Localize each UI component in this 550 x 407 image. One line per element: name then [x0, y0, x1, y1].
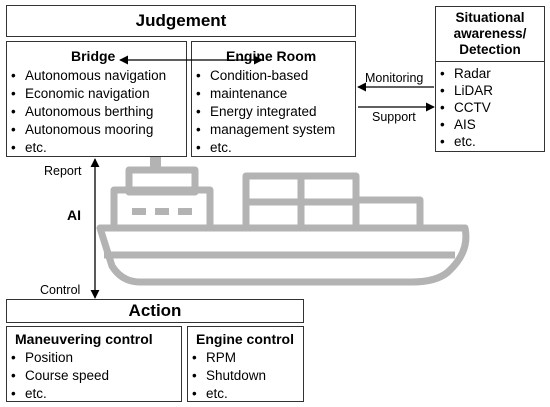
monitoring-label: Monitoring [365, 71, 424, 85]
list-item-continuation: management system [194, 121, 335, 139]
list-item: RPM [190, 349, 266, 367]
list-item: AIS [438, 116, 493, 133]
engine-control-box: Engine control RPM Shutdown etc. [187, 326, 304, 403]
ship-container-front [352, 196, 424, 232]
porthole [132, 208, 146, 215]
judgement-title: Judgement [135, 11, 227, 30]
engine-control-list: RPM Shutdown etc. [190, 349, 266, 403]
list-item: etc. [194, 139, 335, 157]
list-item-continuation: maintenance [194, 85, 335, 103]
list-item: CCTV [438, 99, 493, 116]
ship-funnel [150, 150, 161, 168]
ship-hull [96, 224, 470, 286]
situational-awareness-box: Situational awareness/ Detection Radar L… [435, 6, 545, 152]
list-item: Autonomous mooring [9, 121, 166, 139]
engine-control-title: Engine control [196, 331, 294, 347]
list-item: etc. [438, 133, 493, 150]
list-item: Condition-based [194, 67, 335, 85]
list-item: Radar [438, 65, 493, 82]
list-item: etc. [9, 139, 166, 157]
control-label: Control [40, 283, 81, 297]
bridge-list: Autonomous navigation Economic navigatio… [9, 67, 166, 157]
engine-room-list: Condition-based maintenance Energy integ… [194, 67, 335, 157]
list-item: etc. [190, 385, 266, 403]
list-item: Shutdown [190, 367, 266, 385]
ship-bridge-upper [125, 166, 199, 196]
list-item: Energy integrated [194, 103, 335, 121]
maneuvering-title: Maneuvering control [15, 331, 153, 347]
list-item: Autonomous navigation [9, 67, 166, 85]
situational-title: Situational awareness/ Detection [453, 10, 527, 57]
sensor-list: Radar LiDAR CCTV AIS etc. [438, 65, 493, 150]
list-item: Position [9, 349, 109, 367]
list-item: Economic navigation [9, 85, 166, 103]
list-item: LiDAR [438, 82, 493, 99]
bridge-title: Bridge [71, 48, 116, 64]
list-item: Autonomous berthing [9, 103, 166, 121]
action-title: Action [128, 301, 182, 320]
porthole [155, 208, 169, 215]
report-label: Report [44, 164, 82, 178]
action-header-box: Action [6, 299, 304, 323]
list-item: Course speed [9, 367, 109, 385]
porthole [178, 208, 192, 215]
support-label: Support [372, 110, 416, 124]
ai-label: AI [67, 207, 81, 223]
list-item: etc. [9, 385, 109, 403]
maneuvering-control-box: Maneuvering control Position Course spee… [6, 326, 182, 403]
maneuvering-list: Position Course speed etc. [9, 349, 109, 403]
judgement-header-box: Judgement [6, 5, 356, 37]
situational-divider [436, 61, 544, 62]
